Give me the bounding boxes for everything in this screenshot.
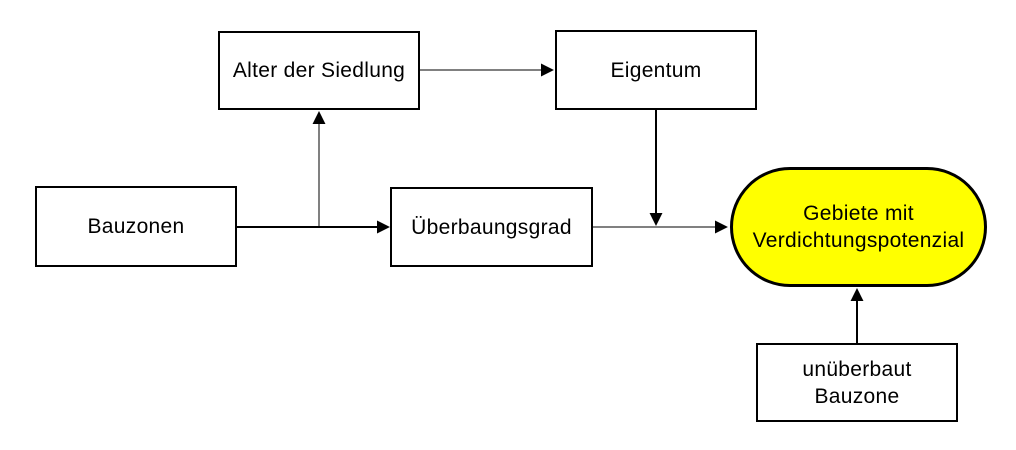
node-gebiete-mit-verdichtungspotenzial: Gebiete mit Verdichtungspotenzial bbox=[730, 167, 987, 287]
node-ueberbaungsgrad: Überbaungsgrad bbox=[390, 187, 593, 267]
node-bauzonen: Bauzonen bbox=[35, 186, 237, 267]
node-eigentum-label: Eigentum bbox=[610, 58, 702, 82]
node-unueberbaut-bauzone: unüberbaut Bauzone bbox=[756, 343, 958, 422]
node-ueberbaungsgrad-label: Überbaungsgrad bbox=[411, 215, 572, 239]
node-bauzonen-label: Bauzonen bbox=[87, 215, 185, 238]
node-alter-der-siedlung-label: Alter der Siedlung bbox=[232, 59, 406, 82]
node-unueberbaut-label-line2: Bauzone bbox=[814, 384, 900, 408]
node-gebiete-label-line2: Verdichtungspotenzial bbox=[752, 229, 965, 252]
node-eigentum: Eigentum bbox=[555, 30, 757, 110]
node-unueberbaut-label-line1: unüberbaut bbox=[802, 357, 912, 381]
node-alter-der-siedlung: Alter der Siedlung bbox=[218, 31, 420, 110]
node-gebiete-label-line1: Gebiete mit bbox=[803, 202, 914, 225]
